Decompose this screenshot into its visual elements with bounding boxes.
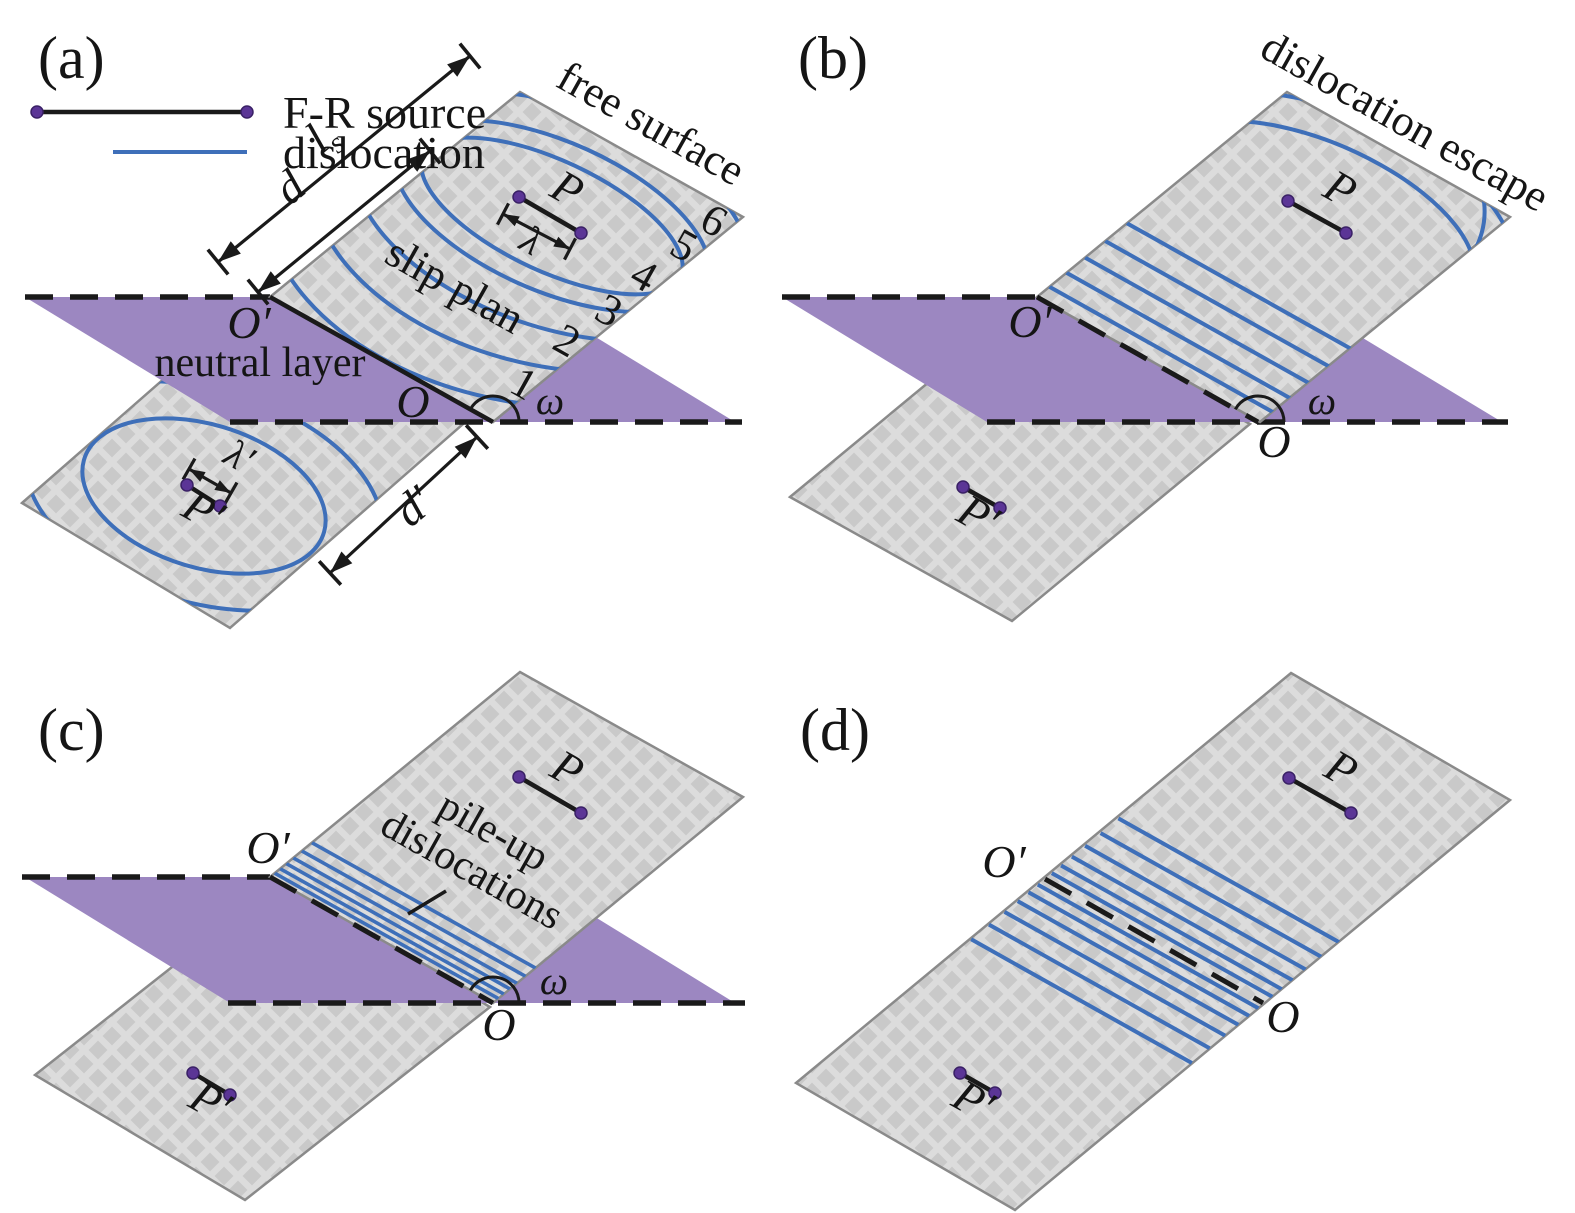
fr-source-segment xyxy=(961,485,1002,510)
dislocation-line xyxy=(1003,910,1227,1038)
dislocation-line xyxy=(1070,854,1294,983)
fr-source-p-prime-a xyxy=(180,478,227,513)
dislocation-line xyxy=(988,922,1211,1051)
fr-source-segment xyxy=(1286,199,1348,235)
fr-source-p-prime-c xyxy=(186,1066,237,1102)
fr-source-p-prime-d xyxy=(953,1066,1002,1100)
legend-fr-source-label: F-R source xyxy=(283,87,486,138)
dislocation-line xyxy=(1048,285,1275,414)
legend-a: F-R source dislocation xyxy=(30,87,486,178)
plate-d-content xyxy=(970,816,1340,1065)
fr-source-dot xyxy=(180,478,194,492)
oo-intersection-line-b xyxy=(1035,294,1260,425)
dim-arrow-d-prime xyxy=(317,424,490,586)
panel-c: (c) pile-up dislocations O′ O ω P P′ xyxy=(22,670,746,1202)
fr-source-segment xyxy=(1287,776,1353,815)
dislocation-line xyxy=(1060,863,1283,991)
pile-up-line xyxy=(300,849,527,978)
dislocation-line xyxy=(1099,831,1323,959)
panel-label-c: (c) xyxy=(38,697,105,763)
legend-dislocation-label: dislocation xyxy=(283,127,485,178)
omega-angle-arc-a xyxy=(468,394,521,423)
fr-source-dot xyxy=(512,770,526,784)
fr-source-dot xyxy=(953,1066,967,1080)
dim-arrow-lambda xyxy=(496,202,577,261)
dislocation-line xyxy=(1117,816,1340,944)
pile-up-dislocation-lines xyxy=(273,841,537,1001)
fr-source-segment xyxy=(517,195,583,235)
panel-a: F-R source dislocation (a) free surface … xyxy=(19,25,753,630)
pile-up-line xyxy=(292,856,518,985)
dim-arrow-lambda-prime xyxy=(181,457,239,505)
point-o-label-a: O xyxy=(396,376,429,427)
fr-source-dot xyxy=(186,1066,200,1080)
fr-source-dot xyxy=(1282,771,1296,785)
fr-source-dot xyxy=(993,501,1007,515)
neutral-layer-label: neutral layer xyxy=(154,340,365,386)
dislocation-line xyxy=(1050,871,1274,999)
slip-plane-upper-b xyxy=(1034,90,1513,424)
fr-source-dot xyxy=(574,226,588,240)
pile-up-line xyxy=(285,862,511,991)
fr-source-dot xyxy=(512,190,526,204)
dim-arrow-d xyxy=(246,137,442,306)
dislocation-line xyxy=(1027,890,1251,1018)
dislocation-line xyxy=(1036,882,1260,1011)
oo-intersection-line-c xyxy=(268,874,495,1006)
dislocation-line xyxy=(1084,255,1310,385)
fr-source-dot xyxy=(213,499,227,513)
point-o-prime-label-b: O′ xyxy=(1008,296,1052,347)
fr-source-dot xyxy=(240,105,254,119)
fr-source-p-b xyxy=(1281,194,1353,240)
omega-angle-arc-c xyxy=(468,975,521,1004)
dislocation-line xyxy=(1016,899,1240,1027)
fr-source-dot xyxy=(1344,806,1358,820)
omega-angle-arc-b xyxy=(1233,394,1286,423)
omega-label-b: ω xyxy=(1308,378,1336,423)
fr-source-dot xyxy=(223,1088,237,1102)
fr-source-dot xyxy=(1339,226,1353,240)
slip-plane-upper-c xyxy=(267,670,746,1005)
pile-up-pointer-line xyxy=(407,889,447,916)
pile-up-line xyxy=(273,871,500,1001)
point-o-prime-label-d: O′ xyxy=(982,836,1026,887)
dislocation-line xyxy=(1065,271,1292,400)
dislocation-line xyxy=(1084,844,1307,972)
panel-label-b: (b) xyxy=(798,25,868,91)
fr-source-p-d xyxy=(1282,771,1358,820)
fr-source-p-a xyxy=(512,190,588,240)
point-o-prime-label-a: O′ xyxy=(227,297,271,348)
dislocation-loop xyxy=(37,386,370,605)
point-o-label-c: O xyxy=(482,999,515,1050)
omega-label-c: ω xyxy=(540,958,568,1003)
fr-source-dot xyxy=(30,105,44,119)
oo-intersection-line-a xyxy=(268,295,495,424)
fr-source-segment xyxy=(191,1071,232,1097)
dislocation-line xyxy=(970,937,1193,1065)
dislocation-line xyxy=(1125,221,1352,351)
fr-source-segment xyxy=(517,775,583,815)
dislocation-line xyxy=(1104,239,1330,369)
fr-source-dot xyxy=(574,806,588,820)
point-o-label-d: O xyxy=(1266,991,1299,1042)
fr-source-dot xyxy=(956,480,970,494)
point-o-prime-label-c: O′ xyxy=(246,822,290,873)
fr-source-dot xyxy=(988,1086,1002,1100)
pile-up-line xyxy=(279,867,505,996)
panel-d: (d) O′ O P P′ xyxy=(793,671,1513,1212)
fr-source-p-prime-b xyxy=(956,480,1007,515)
panel-label-d: (d) xyxy=(800,697,870,763)
fr-source-p-c xyxy=(512,770,588,820)
panel-label-a: (a) xyxy=(38,25,105,91)
omega-label-a: ω xyxy=(536,378,564,423)
panel-b: (b) dislocation escape O′ O ω P P′ xyxy=(782,21,1557,623)
point-o-label-b: O xyxy=(1257,416,1290,467)
fr-source-dot xyxy=(1281,194,1295,208)
oo-intersection-line-d xyxy=(1043,876,1265,1006)
